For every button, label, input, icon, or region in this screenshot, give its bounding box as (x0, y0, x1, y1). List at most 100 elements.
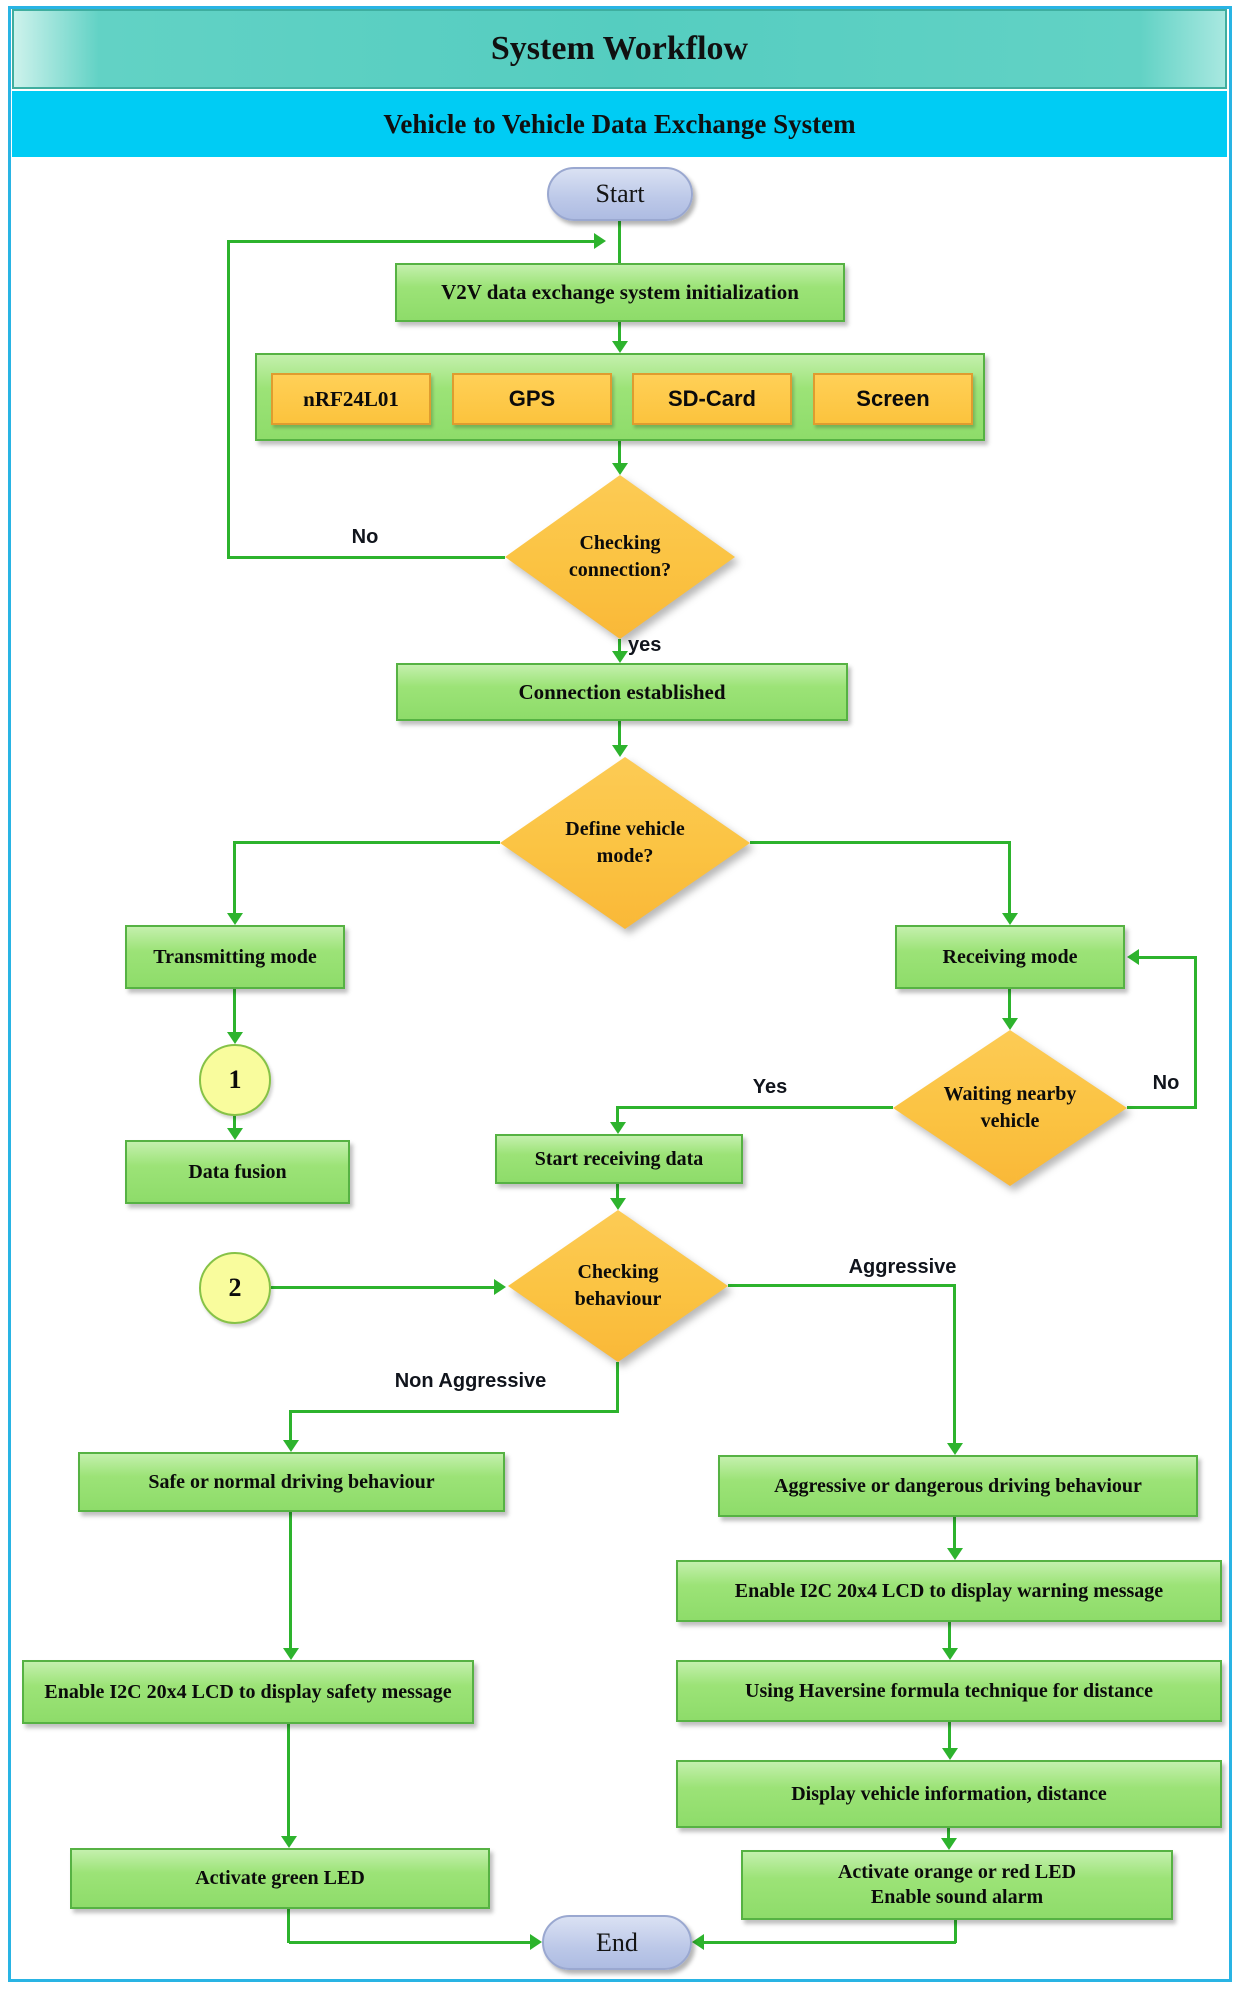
decision-text: mode? (596, 845, 654, 867)
label-no-waiting: No (1152, 1072, 1180, 1094)
node-text: Activate orange or red LED (837, 1861, 1077, 1883)
arrowhead-icon (1002, 1018, 1018, 1030)
decision-text: Checking (579, 532, 661, 554)
page-border (8, 6, 1232, 1982)
edge-line (233, 841, 236, 913)
edge-line (1194, 956, 1197, 1109)
component-nrf24l01: nRF24L01 (271, 373, 431, 425)
edge-line (947, 1828, 950, 1838)
decision-text: Waiting nearby (943, 1083, 1077, 1105)
edge-line (618, 322, 621, 341)
edge-line (618, 441, 621, 463)
arrowhead-icon (947, 1548, 963, 1560)
arrowhead-icon (942, 1648, 958, 1660)
decision-checking-connection: Checking connection? (505, 475, 735, 639)
node-haversine: Using Haversine formula technique for di… (676, 1660, 1222, 1722)
edge-line (287, 1909, 290, 1943)
node-enable-warning: Enable I2C 20x4 LCD to display warning m… (676, 1560, 1222, 1622)
node-display-info: Display vehicle information, distance (676, 1760, 1222, 1828)
edge-line (948, 1722, 951, 1748)
node-init: V2V data exchange system initialization (395, 263, 845, 322)
edge-line (616, 1184, 619, 1198)
component-sd-card: SD-Card (632, 373, 792, 425)
decision-text: behaviour (574, 1288, 662, 1310)
node-start-receiving: Start receiving data (495, 1134, 743, 1184)
edge-line (289, 1410, 292, 1440)
decision-define-mode: Define vehicle mode? (500, 757, 750, 929)
decision-text: Checking (577, 1261, 659, 1283)
node-enable-safety: Enable I2C 20x4 LCD to display safety me… (22, 1660, 474, 1724)
arrowhead-icon (1127, 949, 1139, 965)
edge-line (618, 221, 621, 263)
edge-line (233, 989, 236, 1032)
decision-checking-behaviour: Checking behaviour (508, 1210, 728, 1362)
arrowhead-icon (227, 913, 243, 925)
label-aggressive: Aggressive (848, 1256, 957, 1278)
decision-text: Define vehicle (565, 818, 685, 840)
decision-text: connection? (568, 559, 672, 581)
arrowhead-icon (612, 745, 628, 757)
component-gps: GPS (452, 373, 612, 425)
label-non-aggressive: Non Aggressive (394, 1370, 547, 1392)
edge-line (233, 1116, 236, 1128)
edge-line (948, 1622, 951, 1648)
edge-line (1008, 841, 1011, 913)
edge-line (271, 1286, 494, 1289)
label-no-connection: No (351, 526, 379, 548)
arrowhead-icon (283, 1440, 299, 1452)
page-title: System Workflow (490, 30, 749, 67)
connector-2: 2 (199, 1252, 271, 1324)
node-data-fusion: Data fusion (125, 1140, 350, 1204)
decision-waiting-vehicle-shape: Waiting nearby vehicle (893, 1030, 1127, 1186)
page-subtitle: Vehicle to Vehicle Data Exchange System (383, 108, 856, 139)
node-aggressive-behaviour: Aggressive or dangerous driving behaviou… (718, 1455, 1198, 1517)
edge-line (953, 1517, 956, 1548)
header-title-band: System Workflow (12, 9, 1227, 89)
connector-1: 1 (199, 1044, 271, 1116)
edge-line (618, 639, 621, 651)
arrowhead-icon (530, 1934, 542, 1950)
arrowhead-icon (281, 1836, 297, 1848)
arrowhead-icon (942, 1748, 958, 1760)
edge-line (230, 240, 594, 243)
node-start: Start (547, 167, 693, 221)
edge-line (235, 841, 500, 844)
edge-line (289, 1512, 292, 1648)
edge-line (1139, 956, 1197, 959)
edge-line (291, 1410, 619, 1413)
node-safe-behaviour: Safe or normal driving behaviour (78, 1452, 505, 1512)
arrowhead-icon (1002, 913, 1018, 925)
arrowhead-icon (947, 1443, 963, 1455)
edge-line (287, 1724, 290, 1836)
arrowhead-icon (692, 1934, 704, 1950)
edge-line (954, 1920, 957, 1943)
arrowhead-icon (612, 463, 628, 475)
decision-text: vehicle (980, 1110, 1040, 1132)
node-end: End (542, 1915, 692, 1970)
arrowhead-icon (612, 651, 628, 663)
arrowhead-icon (941, 1838, 957, 1850)
edge-line (227, 240, 230, 559)
node-activate-green: Activate green LED (70, 1848, 490, 1909)
edge-line (618, 1106, 893, 1109)
label-yes-waiting: Yes (752, 1076, 788, 1098)
components-group: nRF24L01 GPS SD-Card Screen (255, 353, 985, 441)
arrowhead-icon (494, 1279, 506, 1295)
edge-line (616, 1362, 619, 1413)
edge-line (289, 1941, 530, 1944)
arrowhead-icon (594, 233, 606, 249)
edge-line (1008, 989, 1011, 1018)
edge-line (618, 721, 621, 745)
arrowhead-icon (227, 1128, 243, 1140)
decision-define-mode-shape: Define vehicle mode? (500, 757, 750, 929)
label-yes-connection: yes (628, 634, 662, 656)
node-activate-orange: Activate orange or red LED Enable sound … (741, 1850, 1173, 1920)
edge-line (1127, 1106, 1197, 1109)
node-transmitting-mode: Transmitting mode (125, 925, 345, 989)
arrowhead-icon (227, 1032, 243, 1044)
edge-line (704, 1941, 956, 1944)
node-connection-established: Connection established (396, 663, 848, 721)
decision-waiting-vehicle: Waiting nearby vehicle (893, 1030, 1127, 1186)
edge-line (230, 556, 505, 559)
